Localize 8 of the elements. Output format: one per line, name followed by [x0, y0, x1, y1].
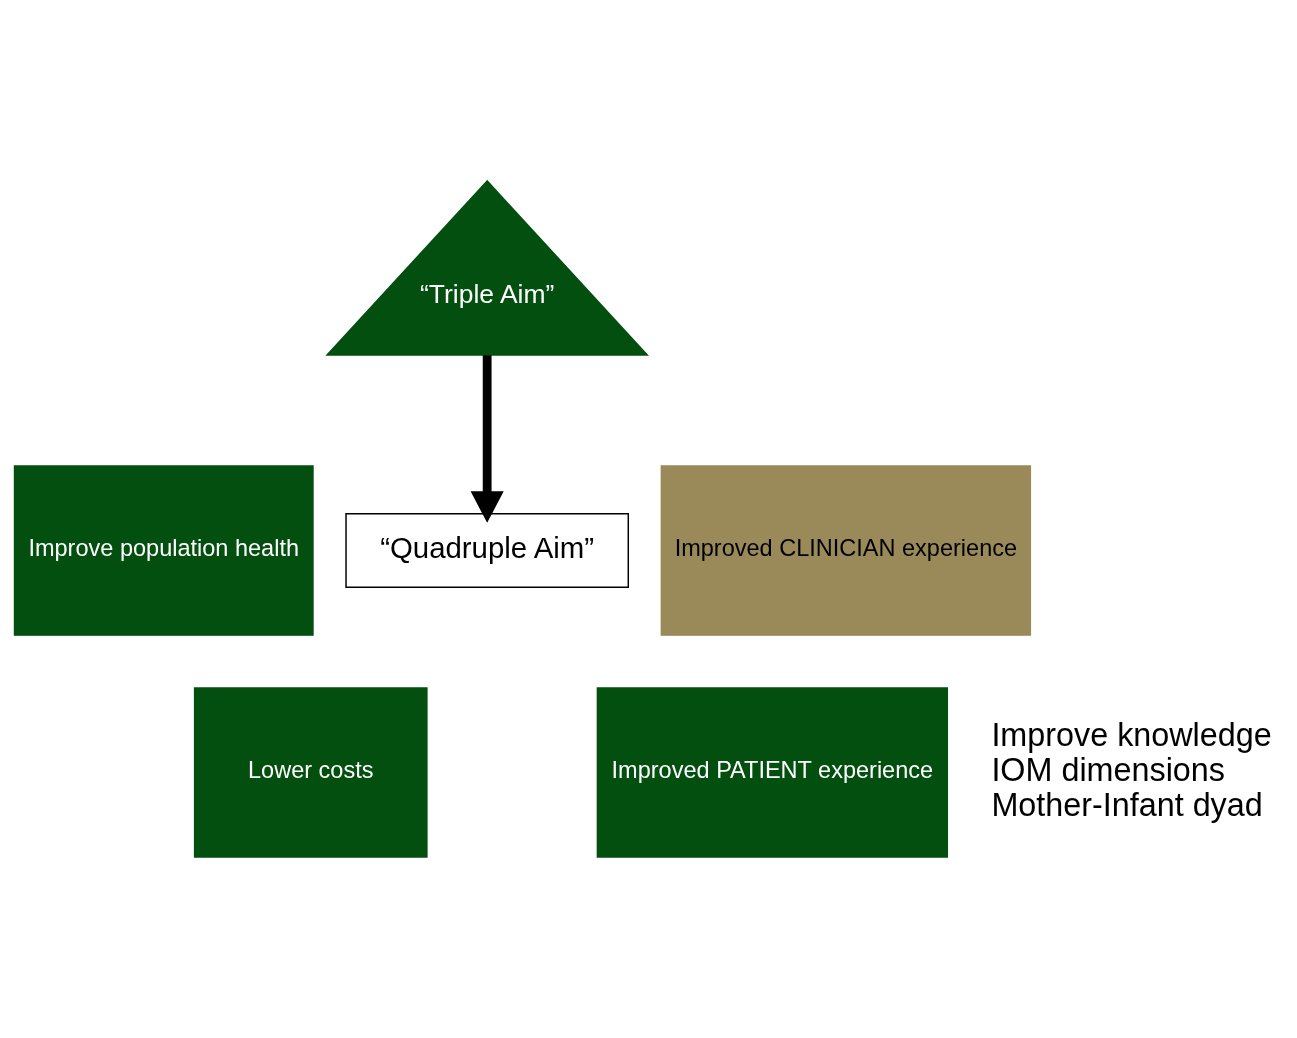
node-box: Improve population health [13, 465, 314, 636]
node-box: Lower costs [193, 687, 428, 858]
label: Mother-Infant dyad [991, 787, 1263, 824]
node-box: “Quadruple Aim” [345, 513, 630, 589]
node-box: Improved CLINICIAN experience [660, 465, 1032, 636]
label: Improve knowledge [991, 716, 1272, 753]
node-box: Improved PATIENT experience [596, 687, 949, 858]
arrow [470, 355, 504, 523]
